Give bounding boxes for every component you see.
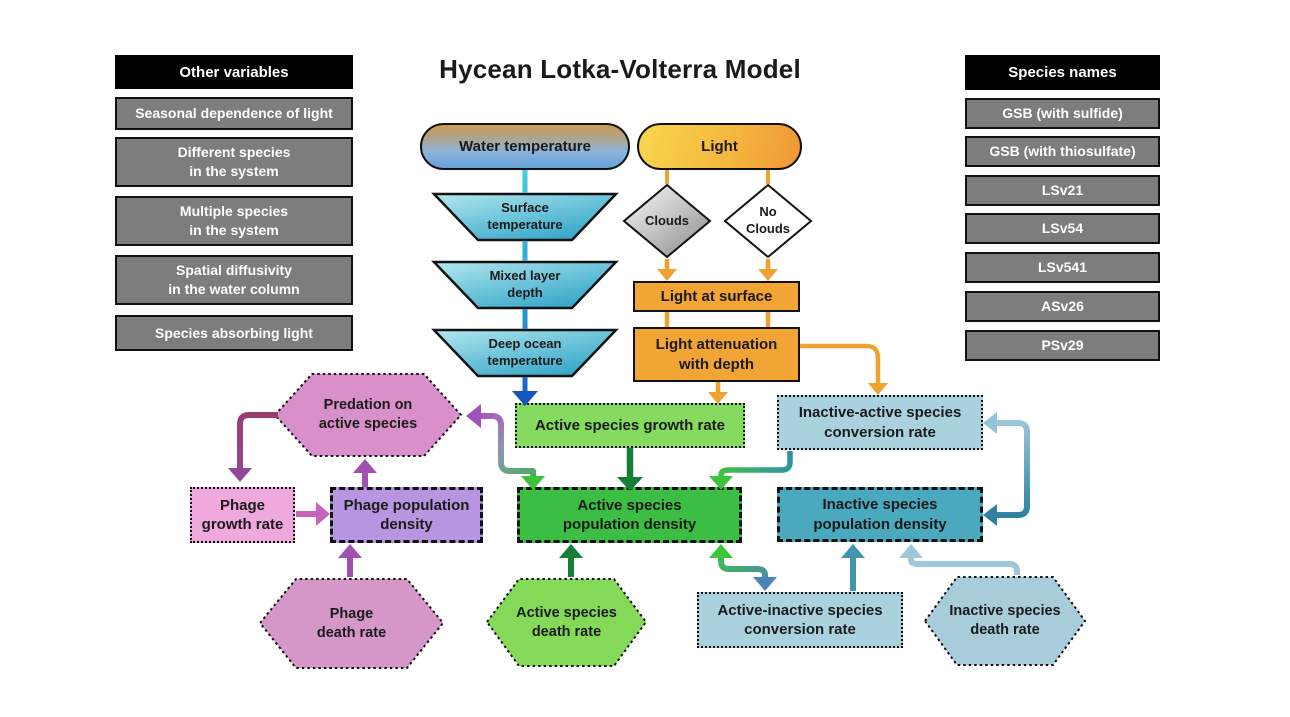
arrow-growth-to-active-density	[617, 448, 643, 491]
node-no-clouds: No Clouds	[723, 183, 813, 259]
node-label: Inactive species population density	[813, 496, 947, 533]
hexagon-shape	[485, 578, 648, 667]
arrow-phage-density-to-predation	[353, 459, 377, 487]
node-label: Active species death rate	[516, 604, 617, 640]
species-name-item: LSv54	[965, 213, 1160, 244]
node-surface-temperature: Surface temperature	[431, 192, 619, 242]
arrow-phage-death-to-density	[338, 544, 362, 577]
other-variable-item: Multiple species in the system	[115, 196, 353, 246]
node-label: Phage death rate	[316, 605, 387, 641]
species-name-item: GSB (with thiosulfate)	[965, 136, 1160, 167]
other-variables-header: Other variables	[115, 55, 353, 89]
node-light-attenuation: Light attenuation with depth	[633, 327, 800, 382]
species-name-item: LSv21	[965, 175, 1160, 206]
node-label: Active-inactive species conversion rate	[717, 601, 883, 639]
species-name-item: LSv541	[965, 252, 1160, 283]
arrow-conversion-to-active-density	[709, 451, 793, 490]
node-label: Mixed layer depth	[489, 268, 561, 300]
node-water-temperature: Water temperature	[420, 123, 630, 170]
node-inactive-active-conversion-rate: Inactive-active species conversion rate	[777, 395, 983, 450]
other-variable-item: Different species in the system	[115, 137, 353, 187]
species-name-item: PSv29	[965, 330, 1160, 361]
node-mixed-layer-depth: Mixed layer depth	[431, 260, 619, 310]
species-name-item: ASv26	[965, 291, 1160, 322]
node-inactive-species-population-density: Inactive species population density	[777, 487, 983, 542]
arrow-attenuation-to-conversion	[800, 343, 888, 395]
arrow-clouds-to-light-at-surface	[657, 259, 778, 281]
diamond-shape	[622, 183, 712, 259]
arrow-attenuation-to-growth-rate	[708, 382, 728, 404]
node-label: Light attenuation with depth	[655, 336, 778, 373]
arrow-conversion-to-inactive-density	[841, 544, 865, 591]
node-label: Surface temperature	[487, 200, 563, 232]
node-phage-growth-rate: Phage growth rate	[190, 487, 295, 543]
diagram-title: Hycean Lotka-Volterra Model	[439, 54, 801, 84]
node-label: Inactive-active species conversion rate	[798, 404, 962, 441]
node-active-species-death-rate: Active species death rate	[485, 577, 648, 668]
node-active-species-growth-rate: Active species growth rate	[515, 403, 745, 448]
node-label: Phage growth rate	[201, 496, 284, 534]
node-inactive-species-death-rate: Inactive species death rate	[923, 575, 1087, 667]
node-label: Predation on active species	[318, 397, 418, 432]
hexagon-shape	[258, 578, 445, 669]
arrow-light-to-clouds	[665, 170, 770, 184]
species-name-item: GSB (with sulfide)	[965, 98, 1160, 129]
node-label: Active species population density	[562, 496, 697, 534]
species-names-header: Species names	[965, 55, 1160, 90]
node-label: No Clouds	[745, 204, 791, 236]
arrow-inactive-death-to-density	[899, 544, 1020, 575]
diamond-shape	[723, 183, 813, 259]
arrow-active-death-to-density	[559, 544, 583, 577]
node-deep-ocean-temperature: Deep ocean temperature	[431, 328, 619, 378]
hexagon-shape	[923, 576, 1087, 666]
other-variable-item: Species absorbing light	[115, 315, 353, 351]
node-label: Water temperature	[459, 137, 591, 155]
node-phage-death-rate: Phage death rate	[258, 577, 445, 670]
node-label: Light	[701, 137, 738, 155]
hexagon-shape	[273, 373, 463, 457]
node-label: Phage population density	[343, 496, 470, 534]
node-light: Light	[637, 123, 802, 170]
node-active-inactive-conversion-rate: Active-inactive species conversion rate	[697, 592, 903, 648]
node-label: Deep ocean temperature	[487, 336, 563, 368]
arrow-predation-to-phage-growth	[228, 412, 278, 482]
arrow-phage-growth-to-density	[296, 502, 330, 526]
arrow-surface-to-attenuation	[664, 312, 771, 327]
arrow-active-density-conversion	[709, 544, 777, 591]
node-label: Light at surface	[660, 287, 773, 305]
other-variable-item: Seasonal dependence of light	[115, 97, 353, 130]
node-predation-on-active-species: Predation on active species	[273, 372, 463, 458]
node-active-species-population-density: Active species population density	[517, 487, 742, 543]
node-label: Inactive species death rate	[949, 603, 1061, 638]
node-phage-population-density: Phage population density	[330, 487, 483, 543]
node-light-at-surface: Light at surface	[633, 281, 800, 312]
other-variable-item: Spatial diffusivity in the water column	[115, 255, 353, 305]
node-clouds: Clouds	[622, 183, 712, 259]
arrow-bracket-conversion-density	[983, 412, 1030, 526]
node-label: Active species growth rate	[534, 416, 726, 434]
node-label: Clouds	[644, 212, 690, 228]
